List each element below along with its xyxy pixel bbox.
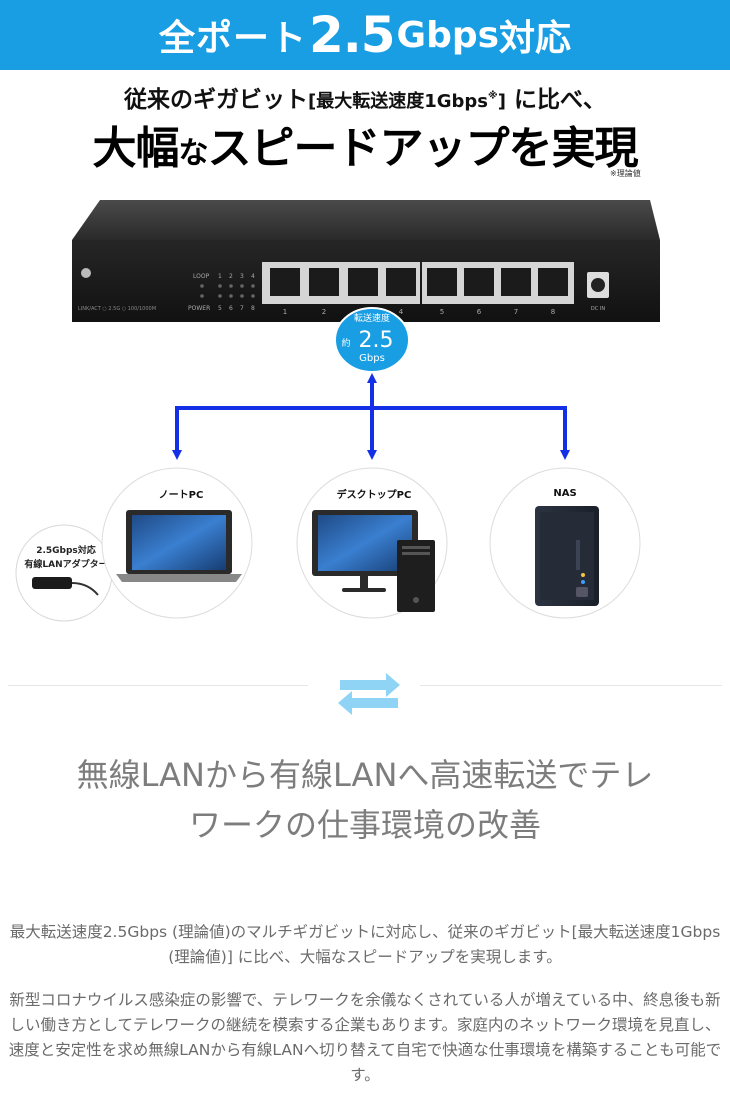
subtitle-tail: に比べ、 bbox=[505, 87, 606, 113]
led-num-7: 7 bbox=[240, 305, 244, 312]
nas-label: NAS bbox=[553, 488, 576, 499]
usb-adapter-icon bbox=[32, 577, 72, 589]
subtitle: 従来のギガビット[最大転送速度1Gbps※] に比べ、 bbox=[0, 80, 730, 114]
dc-in-label: DC IN bbox=[591, 306, 605, 312]
banner-text-all-ports: 全ポート bbox=[158, 18, 307, 59]
banner-text-speed: 2.5 bbox=[308, 6, 396, 64]
led-num-6: 6 bbox=[229, 305, 233, 312]
laptop-icon bbox=[116, 510, 242, 582]
led-loop-label: LOOP bbox=[193, 273, 210, 280]
led-power-label: POWER bbox=[188, 305, 210, 312]
led-num-1: 1 bbox=[218, 273, 222, 280]
laptop-label: ノートPC bbox=[159, 489, 204, 501]
arrow-branch bbox=[172, 406, 570, 460]
link-legend: LINK/ACT ○ 2.5G ○ 100/1000M bbox=[78, 306, 156, 312]
nas-icon bbox=[535, 506, 599, 606]
section-title-line2: ワークの仕事環境の改善 bbox=[188, 806, 541, 844]
port-number-1: 1 bbox=[283, 308, 287, 316]
brand-logo-icon bbox=[81, 268, 91, 278]
network-switch: LOOP POWER LINK/ACT ○ 2.5G ○ 100/1000M 1… bbox=[72, 200, 660, 322]
desktop-icon bbox=[312, 510, 435, 612]
lan-adapter-bubble: 2.5Gbps対応 有線LANアダプター bbox=[15, 524, 113, 622]
subtitle-lead: 従来のギガビット bbox=[124, 87, 308, 113]
led-num-4: 4 bbox=[251, 273, 255, 280]
led-num-2: 2 bbox=[229, 273, 233, 280]
ethernet-port-6 bbox=[464, 268, 494, 296]
headline-part-c: スピードアップを実現 bbox=[207, 123, 639, 174]
speed-badge: 転送速度 約 2.5 Gbps bbox=[334, 307, 410, 373]
adapter-label-line2: 有線LANアダプター bbox=[24, 558, 107, 570]
banner-text-support: 対応 bbox=[499, 18, 572, 59]
led-num-8: 8 bbox=[251, 305, 255, 312]
divider-left bbox=[8, 685, 308, 686]
description-paragraph-1: 最大転送速度2.5Gbps (理論値)のマルチギガビットに対応し、従来のギガビッ… bbox=[9, 923, 721, 966]
swap-arrows-icon bbox=[338, 673, 400, 715]
subtitle-note-mark: ※ bbox=[488, 90, 498, 102]
laptop-bubble: ノートPC bbox=[101, 467, 253, 619]
headline: 大幅なスピードアップを実現 bbox=[0, 112, 730, 176]
divider-right bbox=[420, 685, 722, 686]
adapter-label-line1: 2.5Gbps対応 bbox=[36, 544, 96, 556]
nas-bubble: NAS bbox=[489, 467, 641, 619]
section-title: 無線LANから有線LANへ高速転送でテレ ワークの仕事環境の改善 bbox=[0, 750, 730, 850]
port-number-4: 4 bbox=[399, 308, 404, 316]
description-paragraph-2: 新型コロナウイルス感染症の影響で、テレワークを余儀なくされている人が増えている中… bbox=[8, 991, 722, 1084]
port-number-2: 2 bbox=[322, 308, 326, 316]
port-number-5: 5 bbox=[440, 308, 444, 316]
ethernet-port-1 bbox=[270, 268, 300, 296]
network-diagram: LOOP POWER LINK/ACT ○ 2.5G ○ 100/1000M 1… bbox=[15, 200, 660, 622]
ethernet-port-2 bbox=[309, 268, 339, 296]
speed-badge-value: 2.5 bbox=[359, 328, 394, 353]
subtitle-bracket-close: ] bbox=[497, 91, 506, 112]
subtitle-bracket: [最大転送速度1Gbps bbox=[308, 91, 489, 112]
header-banner: 全ポート 2.5 Gbps 対応 bbox=[0, 0, 730, 70]
port-number-7: 7 bbox=[514, 308, 518, 316]
banner-text-unit: Gbps bbox=[396, 14, 500, 56]
speed-badge-unit: Gbps bbox=[359, 353, 385, 364]
ethernet-port-7 bbox=[501, 268, 531, 296]
led-num-3: 3 bbox=[240, 273, 244, 280]
ethernet-port-8 bbox=[538, 268, 568, 296]
port-number-6: 6 bbox=[477, 308, 482, 316]
speed-badge-approx: 約 bbox=[341, 337, 350, 349]
desktop-bubble: デスクトップPC bbox=[296, 467, 448, 619]
headline-part-b: な bbox=[178, 136, 209, 171]
led-num-5: 5 bbox=[218, 305, 222, 312]
switch-top bbox=[72, 200, 660, 240]
ethernet-port-4 bbox=[386, 268, 416, 296]
ethernet-port-5 bbox=[427, 268, 457, 296]
connection-arrows bbox=[172, 373, 570, 460]
port-number-8: 8 bbox=[551, 308, 555, 316]
section-title-line1: 無線LANから有線LANへ高速転送でテレ bbox=[76, 756, 654, 794]
headline-part-a: 大幅 bbox=[92, 123, 180, 174]
speed-badge-label: 転送速度 bbox=[354, 312, 390, 324]
desktop-label: デスクトップPC bbox=[337, 488, 412, 501]
footnote: ※理論値 bbox=[610, 169, 641, 178]
ethernet-port-3 bbox=[348, 268, 378, 296]
